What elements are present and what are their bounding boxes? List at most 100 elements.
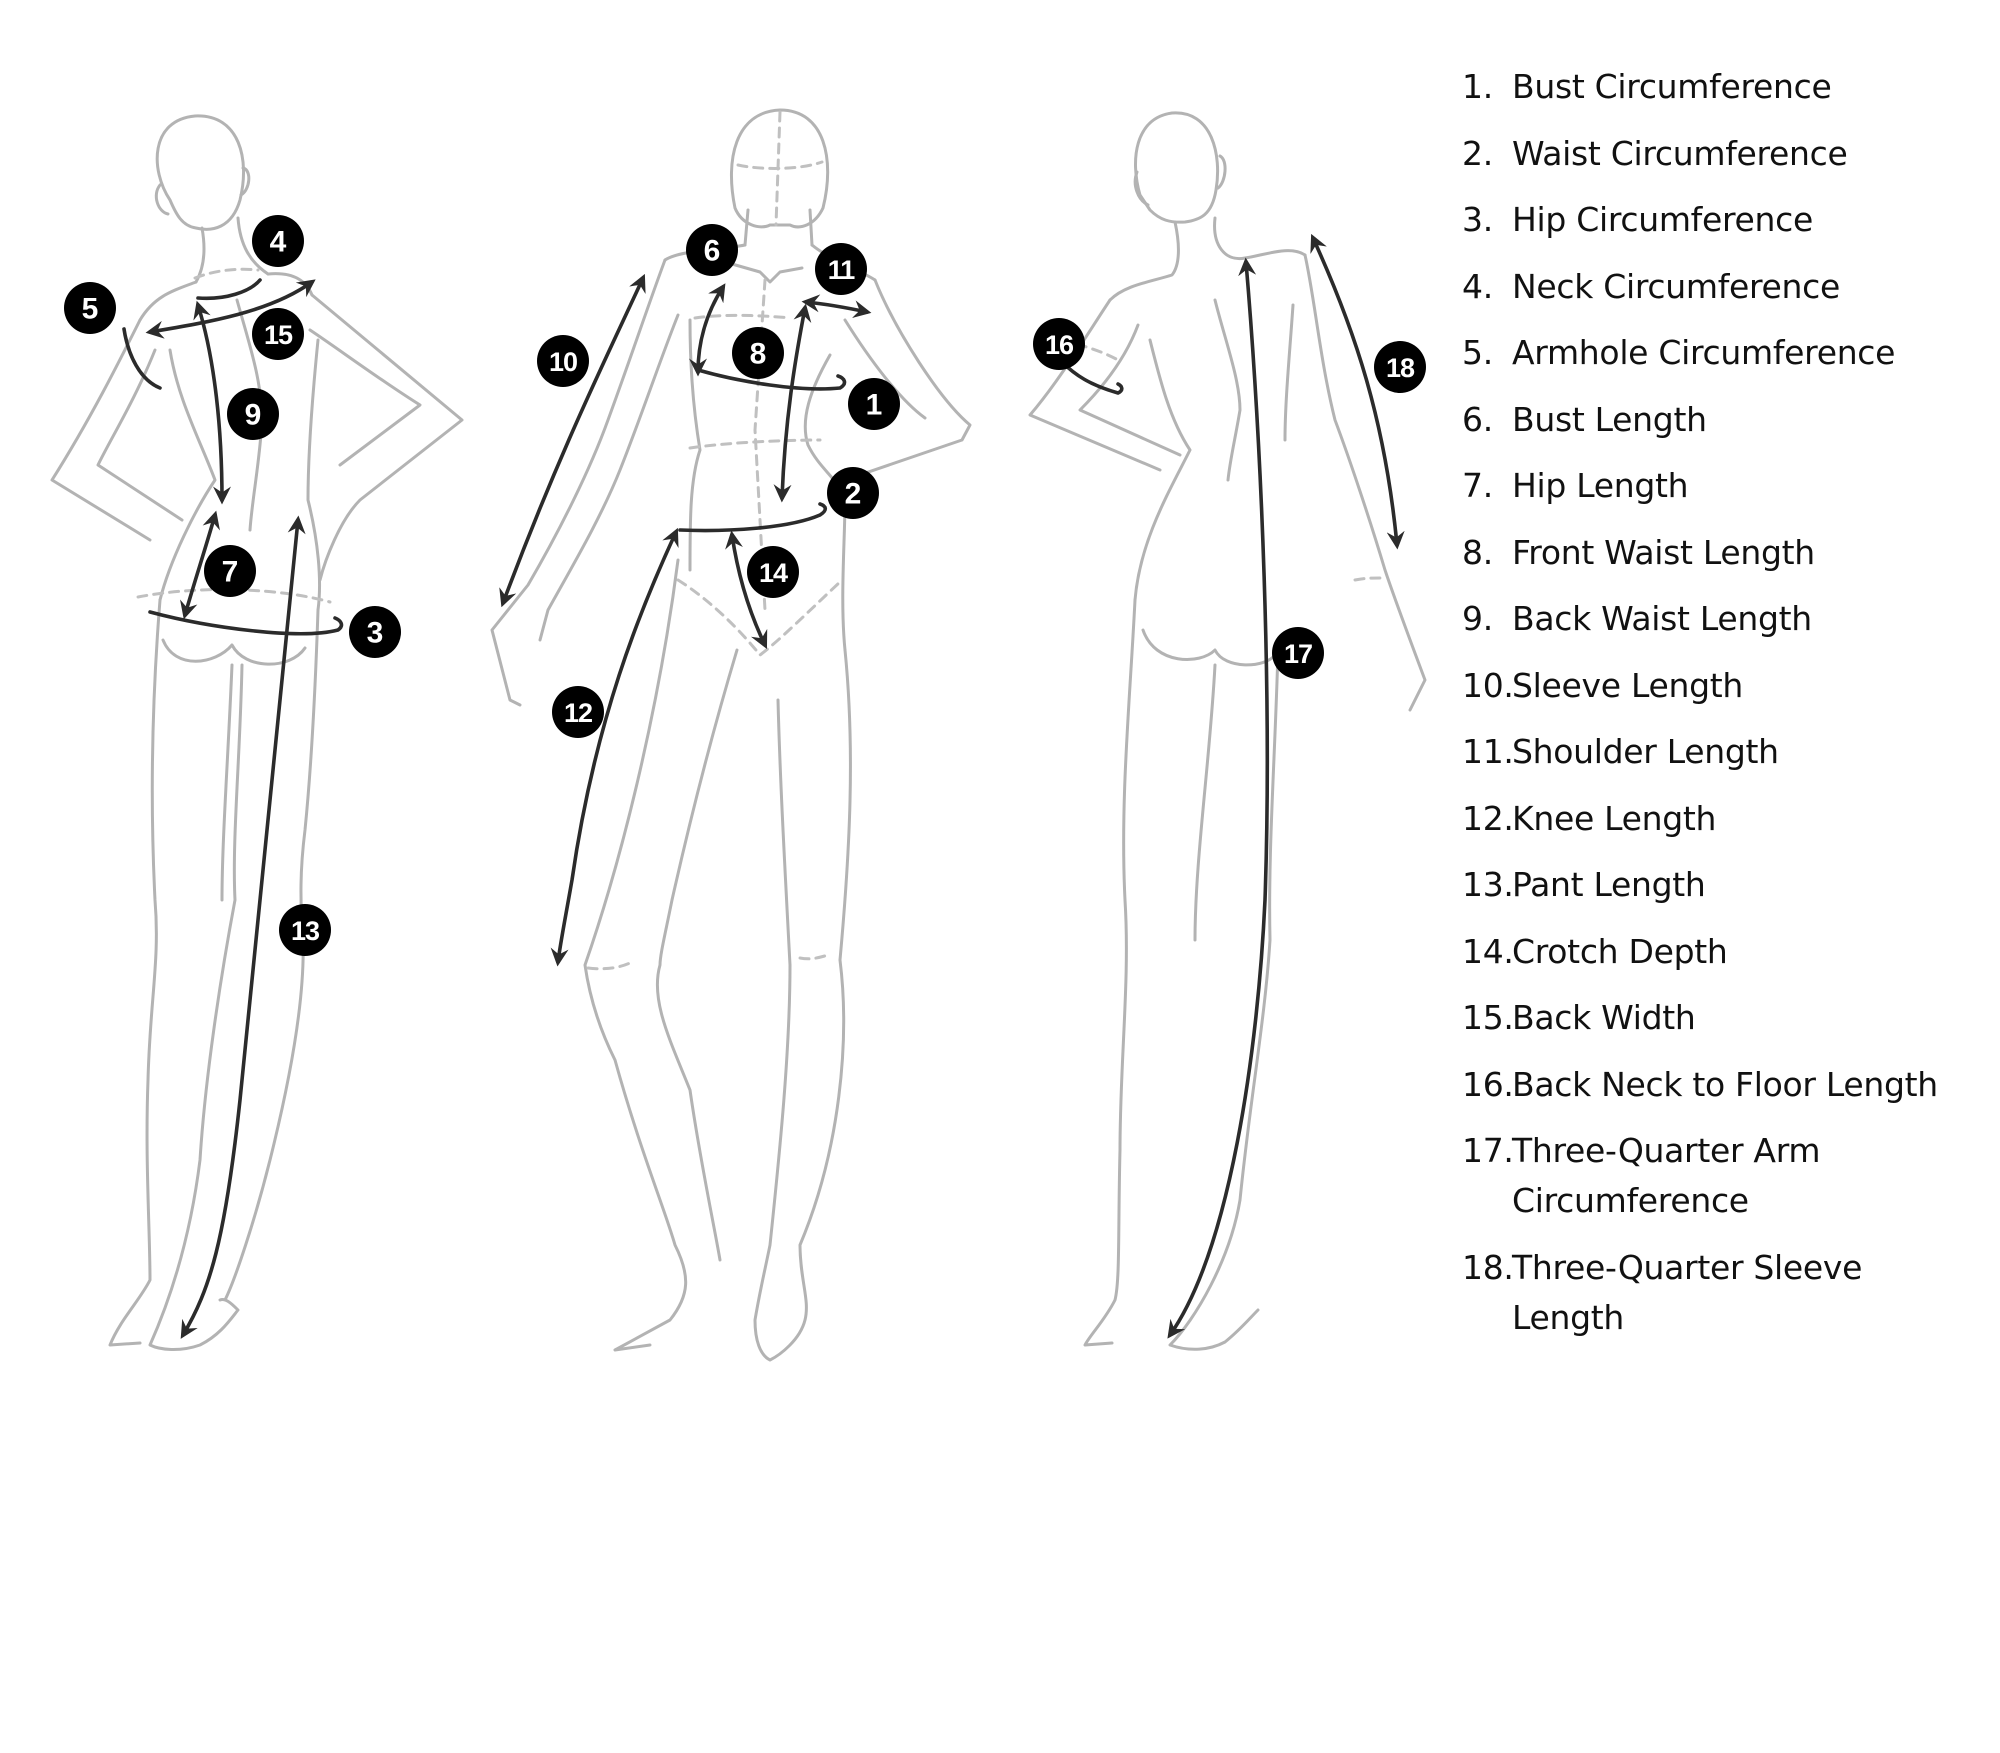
measure-line-5-armhole [122, 327, 162, 390]
left-arm [490, 258, 680, 707]
left-arm [50, 318, 184, 542]
legend-item: 7.Hip Length [1462, 461, 1982, 511]
legend-item-number: 13. [1462, 865, 1514, 904]
legend-item-label: Back Width [1512, 998, 1696, 1037]
legend-item: 3.Hip Circumference [1462, 195, 1982, 245]
marker-circle [827, 467, 879, 519]
legend-item: 4. Neck Circumference [1462, 262, 1982, 312]
marker-11: 11 [815, 243, 867, 295]
legend-item-label: Waist Circumference [1512, 133, 1848, 173]
neck-dashed-line [193, 267, 260, 280]
legend-item-number: 5. [1462, 333, 1493, 372]
marker-6: 6 [686, 224, 738, 276]
figure-back-right [1028, 111, 1427, 1351]
marker-circle [204, 545, 256, 597]
legend-item: 15.Back Width [1462, 993, 1982, 1043]
right-arm [1303, 253, 1427, 712]
marker-13: 13 [279, 904, 331, 956]
measure-line-17-back-neck-floor [1167, 257, 1270, 1339]
spine [1213, 298, 1242, 482]
marker-circle [349, 606, 401, 658]
marker-number: 5 [82, 293, 99, 326]
left-leg [583, 558, 739, 1352]
legend-item-label: Back Neck to Floor Length [1512, 1064, 1938, 1104]
marker-18: 18 [1374, 341, 1426, 393]
legend-item-number: 18. [1462, 1247, 1514, 1287]
legend-item-label: Front Waist Length [1512, 532, 1815, 572]
legend-item-number: 6. [1462, 399, 1493, 439]
marker-number: 4 [270, 226, 287, 259]
torso-right [306, 338, 322, 612]
marker-circle [279, 904, 331, 956]
legend-item: 1. Bust Circumference [1462, 62, 1982, 112]
legend-item: 17.Three-Quarter Arm Circumference [1462, 1126, 1892, 1226]
legend-item: 8.Front Waist Length [1462, 528, 1982, 578]
legend-item: 9.Back Waist Length [1462, 594, 1982, 644]
marker-number: 12 [564, 698, 592, 728]
legend-item-label: Sleeve Length [1512, 665, 1743, 705]
marker-number: 8 [750, 338, 767, 371]
legend-item: 16.Back Neck to Floor Length [1462, 1060, 1982, 1110]
legend-item-number: 15. [1462, 998, 1514, 1037]
legend-item-label: Knee Length [1512, 798, 1717, 838]
legend-item: 11.Shoulder Length [1462, 727, 1982, 777]
measure-line-9-back-waist [193, 300, 231, 505]
neck [1108, 216, 1307, 302]
measure-line-14-crotch [725, 530, 768, 650]
legend-item-number: 7. [1462, 466, 1493, 505]
marker-10: 10 [537, 335, 589, 387]
marker-9: 9 [227, 388, 279, 440]
legend-item: 13.Pant Length [1462, 860, 1982, 910]
legend-item-label: Three-Quarter Sleeve Length [1512, 1247, 1863, 1337]
legend-item-label: Three-Quarter Arm Circumference [1512, 1131, 1821, 1220]
marker-16: 16 [1033, 318, 1085, 370]
marker-number: 6 [704, 235, 721, 268]
ear [1216, 154, 1227, 190]
legend-item-number: 1. [1462, 67, 1493, 106]
measure-line-11-shoulder [801, 294, 872, 319]
marker-14: 14 [747, 546, 799, 598]
legend-item: 14.Crotch Depth [1462, 927, 1982, 977]
marker-5: 5 [64, 282, 116, 334]
marker-circle [747, 546, 799, 598]
marker-1: 1 [848, 378, 900, 430]
head-outline [155, 114, 246, 231]
marker-number: 14 [759, 558, 788, 588]
marker-7: 7 [204, 545, 256, 597]
marker-number: 2 [845, 478, 862, 511]
marker-number: 13 [291, 916, 320, 946]
measure-line-13-pant [180, 515, 306, 1339]
marker-number: 3 [367, 617, 384, 650]
legend-item-label: Bust Circumference [1512, 67, 1832, 106]
legend-item: 10.Sleeve Length [1462, 661, 1982, 711]
measure-line-8-front-waist [773, 303, 812, 503]
right-arm [308, 293, 464, 582]
legend-item-label: Pant Length [1512, 865, 1706, 904]
marker-circle [552, 686, 604, 738]
marker-17: 17 [1272, 627, 1324, 679]
legend-item: 18.Three-Quarter Sleeve Length [1462, 1243, 1892, 1343]
torso [1133, 303, 1295, 602]
measure-line-4-neck [196, 278, 262, 301]
marker-15: 15 [252, 308, 304, 360]
elbow-dashed-line [1353, 576, 1382, 582]
right-arm [843, 278, 972, 482]
marker-circle [537, 335, 589, 387]
right-leg [753, 648, 852, 1362]
marker-circle [686, 224, 738, 276]
legend-item-number: 4. [1462, 266, 1493, 306]
legend-item-label: Bust Length [1512, 399, 1707, 439]
marker-circle [1272, 627, 1324, 679]
marker-circle [252, 215, 304, 267]
marker-number: 15 [264, 320, 293, 350]
legend-item-label: Shoulder Length [1512, 732, 1779, 771]
legend-item-number: 14. [1462, 931, 1514, 971]
measure-line-2-waist [678, 502, 828, 533]
marker-number: 9 [245, 399, 262, 432]
marker-circle [1374, 341, 1426, 393]
legend-item-label: Neck Circumference [1512, 266, 1841, 306]
ear [154, 183, 170, 216]
marker-number: 1 [866, 389, 883, 422]
marker-circle [64, 282, 116, 334]
